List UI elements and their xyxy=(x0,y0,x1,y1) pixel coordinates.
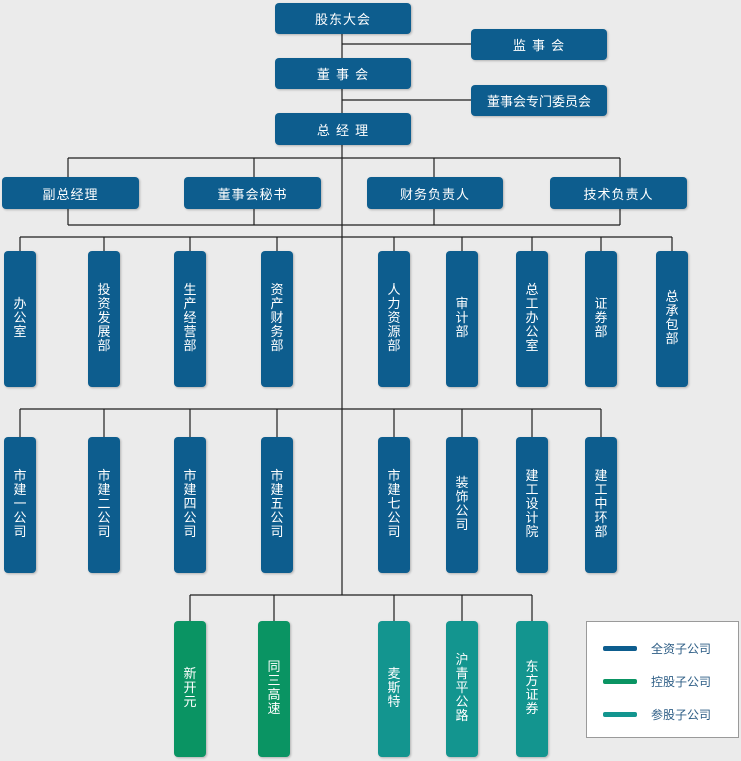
department-box: 总工办公室 xyxy=(516,251,548,387)
subsidiary-box: 装饰公司 xyxy=(446,437,478,573)
board-of-directors-box: 董 事 会 xyxy=(275,58,411,89)
subsidiary-label: 市建一公司 xyxy=(13,469,27,540)
subsidiary-box: 市建七公司 xyxy=(378,437,410,573)
legend-swatch xyxy=(603,712,637,717)
affiliate-label: 新开元 xyxy=(183,667,197,710)
subsidiary-box: 市建二公司 xyxy=(88,437,120,573)
department-box: 总承包部 xyxy=(656,251,688,387)
department-box: 生产经营部 xyxy=(174,251,206,387)
subsidiary-label: 市建二公司 xyxy=(97,469,111,540)
supervisory-board-box: 监 事 会 xyxy=(471,29,607,60)
subsidiary-box: 市建四公司 xyxy=(174,437,206,573)
legend-item-wholly-owned: 全资子公司 xyxy=(587,640,738,656)
general-manager-box: 总 经 理 xyxy=(275,113,411,145)
department-box: 审计部 xyxy=(446,251,478,387)
department-box: 资产财务部 xyxy=(261,251,293,387)
subsidiary-label: 市建四公司 xyxy=(183,469,197,540)
subsidiary-box: 市建一公司 xyxy=(4,437,36,573)
legend: 全资子公司 控股子公司 参股子公司 xyxy=(586,621,739,738)
subsidiary-label: 建工设计院 xyxy=(525,469,539,540)
affiliate-label: 沪青平公路 xyxy=(455,653,469,724)
department-label: 总工办公室 xyxy=(525,283,539,354)
participating-company-box: 沪青平公路 xyxy=(446,621,478,757)
legend-swatch xyxy=(603,679,637,684)
department-label: 证券部 xyxy=(594,297,608,340)
shareholders-meeting-box: 股东大会 xyxy=(275,3,411,34)
subsidiary-box: 建工中环部 xyxy=(585,437,617,573)
legend-swatch xyxy=(603,646,637,651)
subsidiary-box: 建工设计院 xyxy=(516,437,548,573)
subsidiary-label: 装饰公司 xyxy=(455,476,469,533)
legend-label: 全资子公司 xyxy=(651,642,712,656)
subsidiary-label: 建工中环部 xyxy=(594,469,608,540)
board-committees-box: 董事会专门委员会 xyxy=(471,85,607,116)
legend-item-participating: 参股子公司 xyxy=(587,706,738,722)
subsidiary-box: 市建五公司 xyxy=(261,437,293,573)
department-label: 总承包部 xyxy=(665,290,679,347)
subsidiary-label: 市建七公司 xyxy=(387,469,401,540)
subsidiary-label: 市建五公司 xyxy=(270,469,284,540)
department-box: 投资发展部 xyxy=(88,251,120,387)
affiliate-label: 东方证券 xyxy=(525,660,539,717)
holding-company-box: 新开元 xyxy=(174,621,206,757)
executive-box: 技术负责人 xyxy=(550,177,687,209)
executive-box: 副总经理 xyxy=(2,177,139,209)
legend-label: 参股子公司 xyxy=(651,708,712,722)
department-label: 资产财务部 xyxy=(270,283,284,354)
participating-company-box: 麦斯特 xyxy=(378,621,410,757)
department-box: 证券部 xyxy=(585,251,617,387)
department-label: 人力资源部 xyxy=(387,283,401,354)
executive-box: 董事会秘书 xyxy=(184,177,321,209)
department-box: 人力资源部 xyxy=(378,251,410,387)
holding-company-box: 同三高速 xyxy=(258,621,290,757)
participating-company-box: 东方证券 xyxy=(516,621,548,757)
department-label: 生产经营部 xyxy=(183,283,197,354)
affiliate-label: 麦斯特 xyxy=(387,667,401,710)
legend-label: 控股子公司 xyxy=(651,675,712,689)
affiliate-label: 同三高速 xyxy=(267,660,281,717)
department-box: 办公室 xyxy=(4,251,36,387)
department-label: 审计部 xyxy=(455,297,469,340)
legend-item-holding: 控股子公司 xyxy=(587,673,738,689)
department-label: 投资发展部 xyxy=(97,283,111,354)
executive-box: 财务负责人 xyxy=(367,177,503,209)
department-label: 办公室 xyxy=(13,297,27,340)
